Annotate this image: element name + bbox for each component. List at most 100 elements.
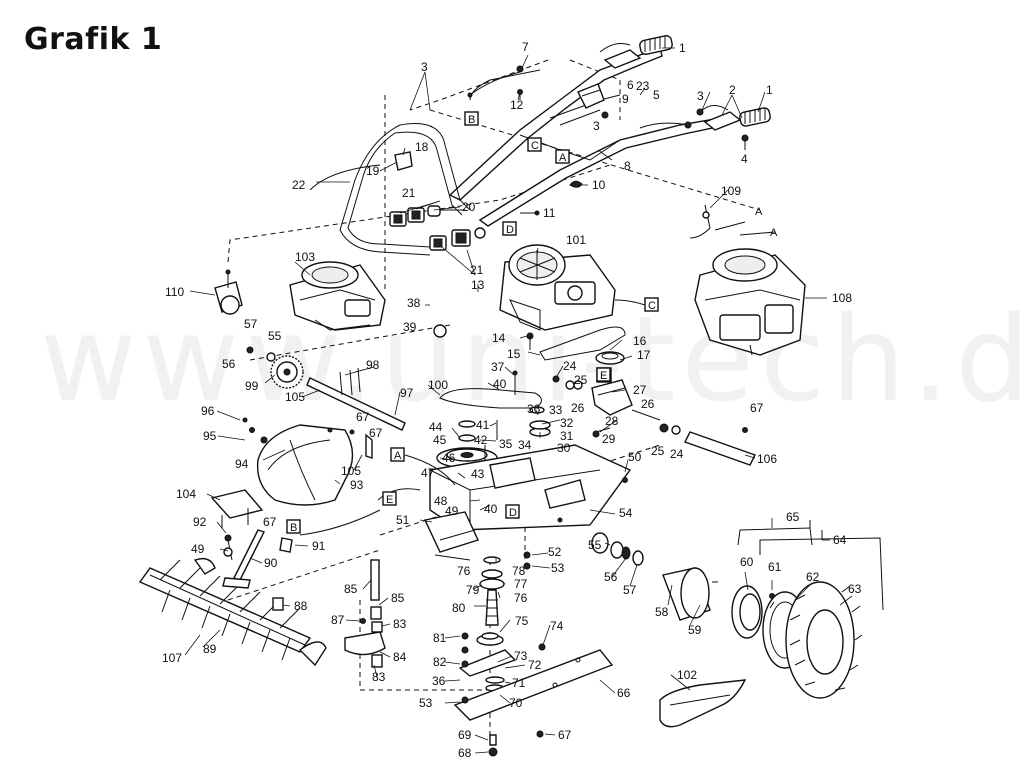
part-label: 67 xyxy=(750,401,764,415)
part-label: 67 xyxy=(558,728,572,742)
ref-box-E-gearbox: E xyxy=(600,370,607,382)
part-label: 2 xyxy=(729,83,736,97)
part-label: 84 xyxy=(393,650,407,664)
part-label: 90 xyxy=(264,556,278,570)
grip-right xyxy=(699,105,771,131)
part-label: 61 xyxy=(768,560,782,574)
part-label: 104 xyxy=(176,487,196,501)
part-label: 40 xyxy=(484,502,498,516)
part-label: 28 xyxy=(605,414,619,428)
part-label: 108 xyxy=(832,291,852,305)
part-label: 65 xyxy=(786,510,800,524)
part-label: 41 xyxy=(476,418,490,432)
part-label: 69 xyxy=(458,728,472,742)
blade-drive xyxy=(423,511,517,692)
ref-box-B-lower: B xyxy=(290,522,297,534)
part-label: 10 xyxy=(592,178,606,192)
part-label: 59 xyxy=(688,623,702,637)
part-label: 85 xyxy=(391,591,405,605)
part-label: 30 xyxy=(557,441,571,455)
part-label: 93 xyxy=(350,478,364,492)
part-label: 76 xyxy=(457,564,471,578)
part-label: 95 xyxy=(203,429,217,443)
part-label: 53 xyxy=(551,561,565,575)
part-label: 79 xyxy=(466,583,480,597)
part-label: 102 xyxy=(677,668,697,682)
part-label: 15 xyxy=(507,347,521,361)
part-label: 32 xyxy=(560,416,574,430)
engine-108 xyxy=(694,248,806,356)
part-label: 38 xyxy=(407,296,421,310)
part-label: 82 xyxy=(433,655,447,669)
part-label: 21 xyxy=(402,186,416,200)
part-label: 54 xyxy=(619,506,633,520)
part-label: 58 xyxy=(655,605,669,619)
part-label: 67 xyxy=(369,426,383,440)
part-label: 50 xyxy=(628,450,642,464)
caster-wheel-110 xyxy=(214,269,243,315)
part-label: 39 xyxy=(403,320,417,334)
v-belts xyxy=(439,326,626,409)
part-label: 57 xyxy=(623,583,637,597)
part-label: 66 xyxy=(617,686,631,700)
engine-101 xyxy=(499,244,646,350)
part-label: 14 xyxy=(492,331,506,345)
part-label: 62 xyxy=(806,570,820,584)
group-brackets xyxy=(737,520,884,611)
engine-103 xyxy=(289,261,386,331)
handle-clamps xyxy=(389,205,486,251)
part-label: 92 xyxy=(193,515,207,529)
part-label: 19 xyxy=(366,164,380,178)
part-label: 49 xyxy=(445,504,459,518)
part-label: 101 xyxy=(566,233,586,247)
part-label: 35 xyxy=(499,437,513,451)
part-label: 24 xyxy=(563,359,577,373)
part-label: 18 xyxy=(415,140,429,154)
part-label: 47 xyxy=(421,466,435,480)
part-label: 68 xyxy=(458,746,472,760)
part-label: 53 xyxy=(419,696,433,710)
chassis-frame xyxy=(429,444,632,531)
part-label: 23 xyxy=(636,79,650,93)
part-label: 105 xyxy=(341,464,361,478)
part-label: 88 xyxy=(294,599,308,613)
part-label: 98 xyxy=(366,358,380,372)
part-label: 9 xyxy=(622,92,629,106)
bracket-106 xyxy=(684,427,756,466)
plate-66 xyxy=(453,649,614,721)
part-label: 45 xyxy=(433,433,447,447)
part-label: 91 xyxy=(312,539,326,553)
part-label: 55 xyxy=(588,538,602,552)
part-label: 6 xyxy=(627,78,634,92)
part-label: 107 xyxy=(162,651,182,665)
grip-left xyxy=(599,35,673,69)
part-label: 37 xyxy=(491,360,505,374)
part-label: 55 xyxy=(268,329,282,343)
part-label: 81 xyxy=(433,631,447,645)
part-label: 26 xyxy=(641,397,655,411)
part-label: 40 xyxy=(493,377,507,391)
part-label: 31 xyxy=(560,429,574,443)
part-label: 49 xyxy=(191,542,205,556)
part-label: 1 xyxy=(679,41,686,55)
part-label: 51 xyxy=(396,513,410,527)
part-label: 21 xyxy=(470,263,484,277)
part-label: 70 xyxy=(509,696,523,710)
part-label: 56 xyxy=(222,357,236,371)
part-label: 25 xyxy=(574,373,588,387)
ref-box-B-top: B xyxy=(468,114,475,126)
cables-lower xyxy=(279,454,456,553)
cover-93 xyxy=(242,417,373,506)
part-label: 73 xyxy=(514,649,528,663)
part-label: 57 xyxy=(244,317,258,331)
part-label: 12 xyxy=(510,98,524,112)
part-label: 20 xyxy=(462,200,476,214)
throttle-lever xyxy=(467,65,749,150)
part-label: 36 xyxy=(432,674,446,688)
part-label: 74 xyxy=(550,619,564,633)
part-label: 89 xyxy=(203,642,217,656)
part-label: 42 xyxy=(474,433,488,447)
part-label: 96 xyxy=(201,404,215,418)
part-label: 109 xyxy=(721,184,741,198)
leader-lines xyxy=(184,47,853,754)
